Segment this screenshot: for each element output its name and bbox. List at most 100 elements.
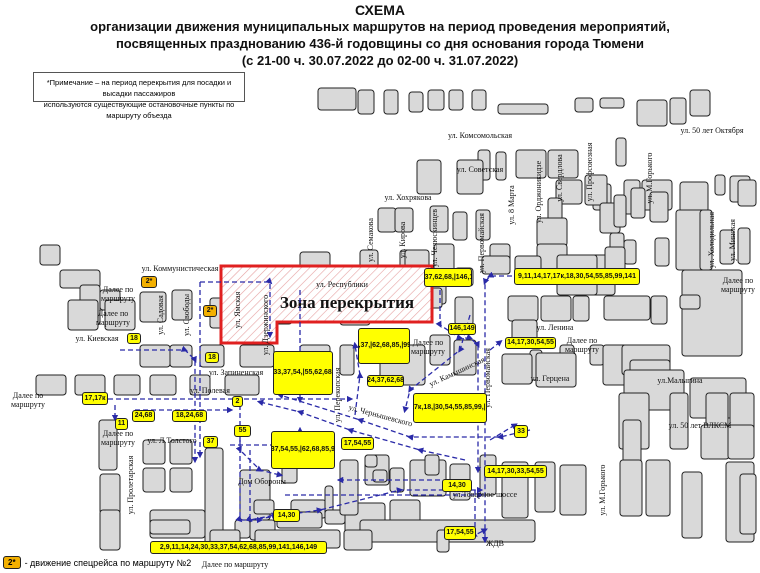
- route-number-text: 18,24,68: [172, 410, 207, 422]
- street-label: ул. Профсоюзная: [585, 142, 594, 201]
- route-number-text: 18: [205, 352, 219, 363]
- street-label: ул. Комсомольская: [448, 131, 512, 140]
- route-number-label: 17,17к: [82, 392, 108, 405]
- street-label: ул. Полевая: [190, 386, 230, 395]
- building: [364, 454, 378, 468]
- bus-route-line: [200, 277, 274, 339]
- building: [357, 89, 375, 115]
- route-number-text: 11: [115, 418, 128, 430]
- route-number-label: 14,30: [273, 509, 300, 522]
- building: [681, 269, 743, 357]
- svg-text:Далее по маршруту: Далее по маршруту: [202, 560, 268, 569]
- svg-text:маршруту: маршруту: [11, 400, 45, 409]
- building: [669, 392, 689, 450]
- route-number-label: 2*: [203, 305, 217, 317]
- building: [67, 299, 99, 331]
- svg-text:маршруту: маршруту: [101, 438, 135, 447]
- building: [424, 454, 440, 476]
- building: [427, 89, 445, 111]
- street-label: ул. Челюскинцев: [430, 209, 439, 267]
- building: [104, 299, 136, 331]
- building: [169, 467, 193, 493]
- building: [739, 473, 757, 535]
- street-label: ул. Киевская: [75, 334, 118, 343]
- building: [416, 159, 442, 195]
- building: [515, 149, 547, 179]
- building: [507, 295, 539, 322]
- building: [253, 499, 275, 515]
- route-number-label: 14,30: [442, 479, 472, 492]
- building: [559, 464, 587, 516]
- map-title: СХЕМА: [354, 2, 406, 18]
- building: [630, 187, 646, 219]
- building: [224, 374, 260, 396]
- bus-route-line: [235, 440, 264, 524]
- street-label: ул. Первомайская: [483, 348, 492, 408]
- route-number-text: 24,37,62,68: [367, 375, 404, 387]
- route-number-text: 9,11,18,|24,33,37,|62,68,85,|99,141,|146…: [358, 328, 410, 364]
- svg-text:Далее по: Далее по: [413, 338, 443, 347]
- building: [649, 191, 669, 223]
- bus-route-line: [489, 339, 503, 351]
- building: [495, 151, 507, 181]
- street-label: ул. Холодильная: [707, 212, 716, 268]
- route-number-label: 18: [205, 352, 219, 363]
- building: [501, 353, 533, 385]
- building: [429, 205, 449, 233]
- building: [689, 89, 711, 117]
- building: [737, 227, 751, 265]
- legend-swatch: 2*: [3, 556, 21, 569]
- route-number-text: 14,17,30,54,55: [505, 337, 556, 349]
- street-label: ул. Дзержинского: [261, 295, 270, 355]
- building: [142, 467, 166, 493]
- route-number-text: 17,54,55: [341, 437, 374, 450]
- building: [98, 419, 118, 471]
- route-number-text: 18: [127, 333, 141, 344]
- building: [679, 294, 701, 310]
- street-label: ул. Пролетарская: [126, 455, 135, 514]
- building: [574, 97, 594, 113]
- route-number-label: 14,17,30,54,55: [505, 337, 556, 349]
- route-number-text: 17,54,55: [444, 526, 476, 540]
- building: [39, 244, 61, 266]
- route-number-text: 24,68: [132, 410, 155, 422]
- street-label: ул. Перекопская: [333, 367, 342, 422]
- building: [727, 424, 755, 460]
- building: [555, 179, 583, 205]
- building: [645, 459, 671, 517]
- svg-text:Далее по: Далее по: [103, 285, 133, 294]
- note-box: *Примечание – на период перекрытия для п…: [33, 72, 245, 120]
- bus-route-line: [435, 290, 482, 474]
- building: [636, 99, 668, 127]
- building: [317, 87, 357, 111]
- map-subtitle-1: организации движения муниципальных маршр…: [90, 19, 670, 34]
- route-number-text: 14,30: [273, 509, 300, 522]
- route-number-label: 9,11,14,17,17к,18,30,54,55,85,99,141: [514, 268, 640, 285]
- building: [547, 149, 579, 179]
- further-along-route-note: Далее по маршруту: [202, 560, 268, 569]
- svg-text:маршруту: маршруту: [101, 294, 135, 303]
- route-number-label: 24,37,62,68: [367, 375, 404, 387]
- route-number-label: 18: [127, 333, 141, 344]
- building: [448, 89, 464, 111]
- building: [113, 374, 141, 396]
- building: [615, 137, 627, 167]
- route-number-text: 2: [232, 396, 243, 407]
- building: [599, 97, 625, 109]
- svg-text:Далее по: Далее по: [13, 391, 43, 400]
- route-number-text: 2,9,11,14,24,30,33,37,54,62,68,85,99,141…: [150, 541, 327, 554]
- building: [377, 207, 397, 233]
- route-number-text: 24,37,62,68,|146,149: [424, 268, 472, 287]
- street-label: ул. 50 лет Октября: [680, 126, 743, 135]
- street-label: ул. Минская: [728, 219, 737, 261]
- building: [343, 529, 373, 551]
- route-number-text: 55: [234, 425, 251, 437]
- route-number-text: 9,11,18,|24,33,37,54,55,|62,68,85,99,141…: [271, 431, 335, 469]
- building: [372, 469, 388, 483]
- street-label: Дом Обороны: [238, 477, 286, 486]
- route-number-label: 18,24,68: [172, 410, 207, 422]
- street-label: ул. Чернышевского: [348, 403, 414, 429]
- building: [650, 295, 668, 325]
